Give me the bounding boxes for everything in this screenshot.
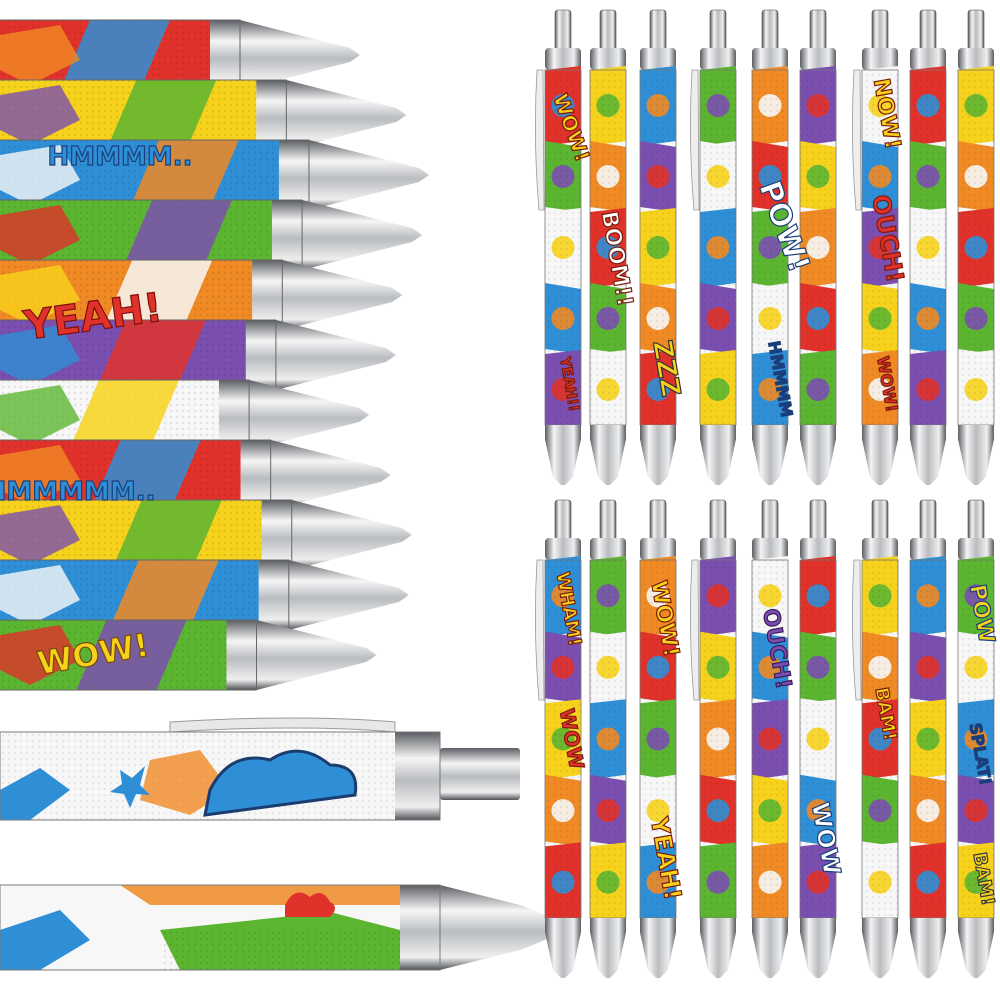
- vertical-pen: [690, 9, 737, 485]
- vertical-pen: [909, 9, 947, 485]
- stacked-pens: [0, 19, 429, 691]
- vertical-pen: [751, 499, 789, 978]
- vertical-pen: [957, 499, 995, 978]
- vertical-pen: [535, 499, 582, 978]
- word-g6-3: SPLAT!: [966, 721, 996, 786]
- stack-pen: [0, 379, 370, 451]
- stack-pen: [0, 79, 407, 151]
- vertical-pen-grid: [535, 9, 995, 978]
- vertical-pen: [799, 499, 837, 978]
- stack-pen: [0, 199, 423, 271]
- stack-pen: [0, 559, 409, 631]
- stack-pen: [0, 619, 377, 691]
- stack-pen: [0, 259, 403, 331]
- closeup-pen-top: [0, 717, 520, 821]
- vertical-pen: [589, 499, 627, 978]
- vertical-pen: [909, 499, 947, 978]
- word-stack-1: HMMMM..: [47, 142, 192, 172]
- stack-pen: [0, 439, 391, 511]
- stack-pen: [0, 319, 396, 391]
- vertical-pen: [799, 9, 837, 485]
- closeup-pen-bottom: [0, 884, 565, 971]
- vertical-pen: [852, 9, 899, 485]
- vertical-pen: [639, 9, 677, 485]
- stack-pen: [0, 139, 429, 211]
- word-stack-3: HMMMMM..: [0, 477, 155, 507]
- vertical-pen: [535, 9, 582, 485]
- vertical-pen: [589, 9, 627, 485]
- stack-pen: [0, 499, 412, 571]
- vertical-pen: [690, 499, 737, 978]
- vertical-pen: [852, 499, 899, 978]
- word-g4-2: WOW!: [645, 579, 683, 659]
- vertical-pen: [639, 499, 677, 978]
- stack-pen: [0, 19, 360, 91]
- vertical-pen: [957, 9, 995, 485]
- vertical-pen: [751, 9, 789, 485]
